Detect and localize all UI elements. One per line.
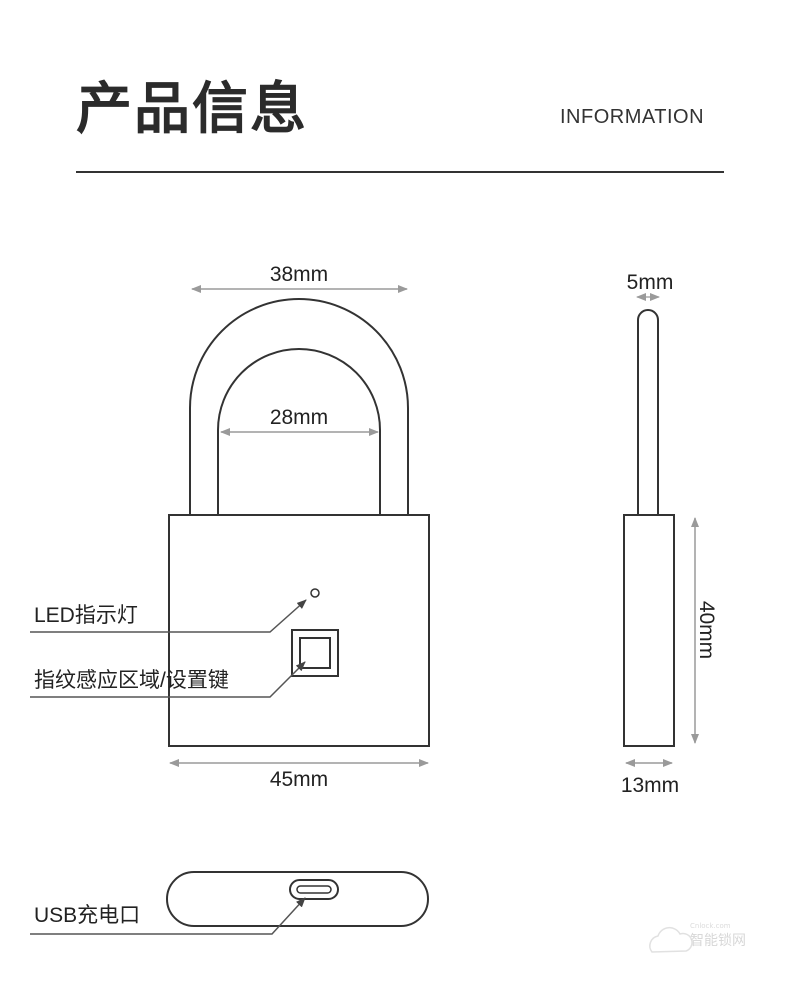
dim-label-45mm: 45mm [270,768,328,791]
fingerprint-sensor-inner [299,637,331,669]
watermark-cloud-icon [649,926,693,953]
fingerprint-sensor-outer [291,629,339,677]
leader-led [30,599,307,633]
leader-usb [30,897,306,935]
watermark-domain: Cnlock.com [690,922,731,930]
callout-fingerprint-label: 指纹感应区域/设置键 [34,669,229,692]
lock-body-front [168,514,430,747]
shackle-outline [189,298,409,516]
page-subtitle: INFORMATION [560,106,705,128]
usb-port-inner [296,885,332,894]
usb-port-outer [289,879,339,900]
leader-fingerprint [30,661,306,698]
lock-body-side [623,514,675,747]
header-divider [76,171,724,173]
dim-label-5mm: 5mm [627,271,674,294]
callout-led-label: LED指示灯 [34,604,138,627]
watermark-text: 智能锁网 [690,933,746,949]
dim-label-38mm: 38mm [270,263,328,286]
side-shackle-outline [637,309,659,515]
lock-body-bottom [166,871,429,927]
callout-usb-label: USB充电口 [34,904,140,927]
page-title: 产品信息 [76,77,308,142]
led-indicator [310,588,320,598]
dim-label-40mm: 40mm [695,601,718,659]
dim-label-28mm: 28mm [270,406,328,429]
dim-label-13mm: 13mm [621,774,679,797]
